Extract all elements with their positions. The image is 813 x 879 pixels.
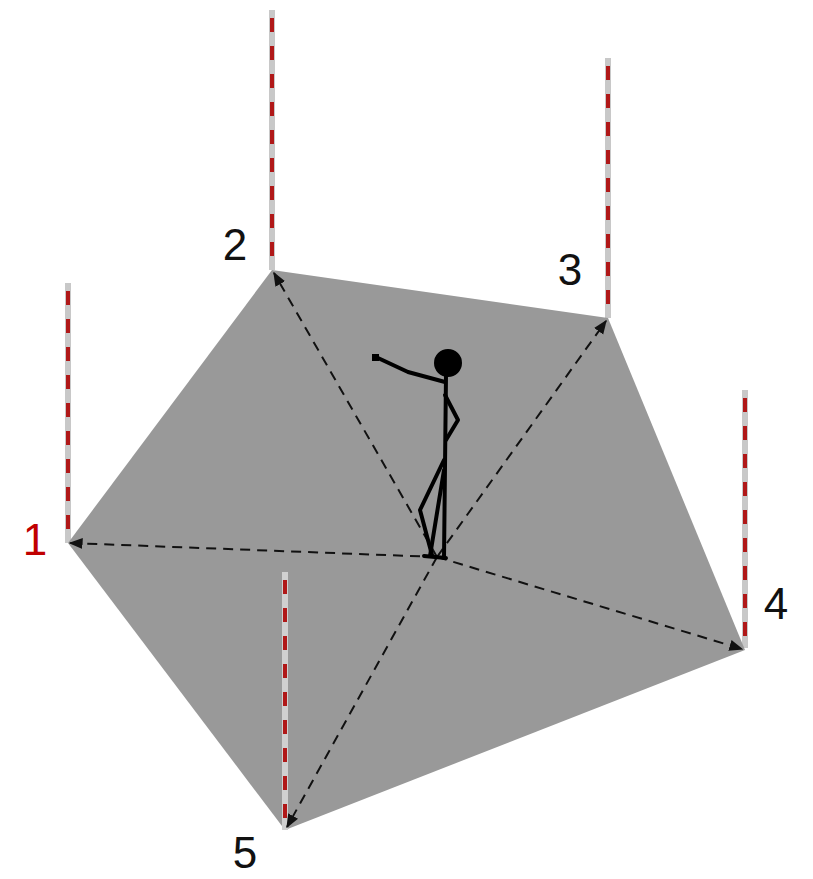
- vertex-number: 2: [223, 223, 247, 267]
- survey-pole: [285, 572, 286, 830]
- vertex-number: 3: [558, 248, 582, 292]
- vertex-number: 1: [23, 518, 47, 562]
- surveyor-figure: [372, 351, 460, 558]
- sight-lines: [70, 273, 742, 827]
- station-polygon: [68, 270, 745, 830]
- vertex-number: 4: [764, 582, 788, 626]
- vertex-number: 5: [233, 831, 257, 875]
